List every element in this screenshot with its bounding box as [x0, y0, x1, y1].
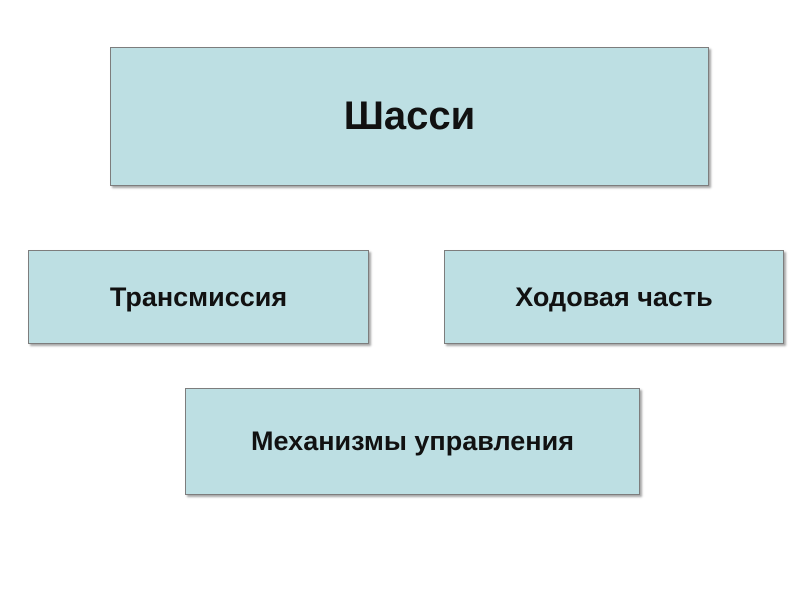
control-mechanisms-label: Механизмы управления — [251, 426, 574, 456]
running-gear-label: Ходовая часть — [515, 281, 713, 312]
transmission-box: Трансмиссия — [28, 250, 369, 344]
transmission-label: Трансмиссия — [109, 281, 288, 312]
chassis-label: Шасси — [343, 94, 476, 138]
control-mechanisms-box: Механизмы управления — [185, 388, 640, 495]
chassis-box: Шасси — [110, 47, 709, 186]
running-gear-box: Ходовая часть — [444, 250, 784, 344]
